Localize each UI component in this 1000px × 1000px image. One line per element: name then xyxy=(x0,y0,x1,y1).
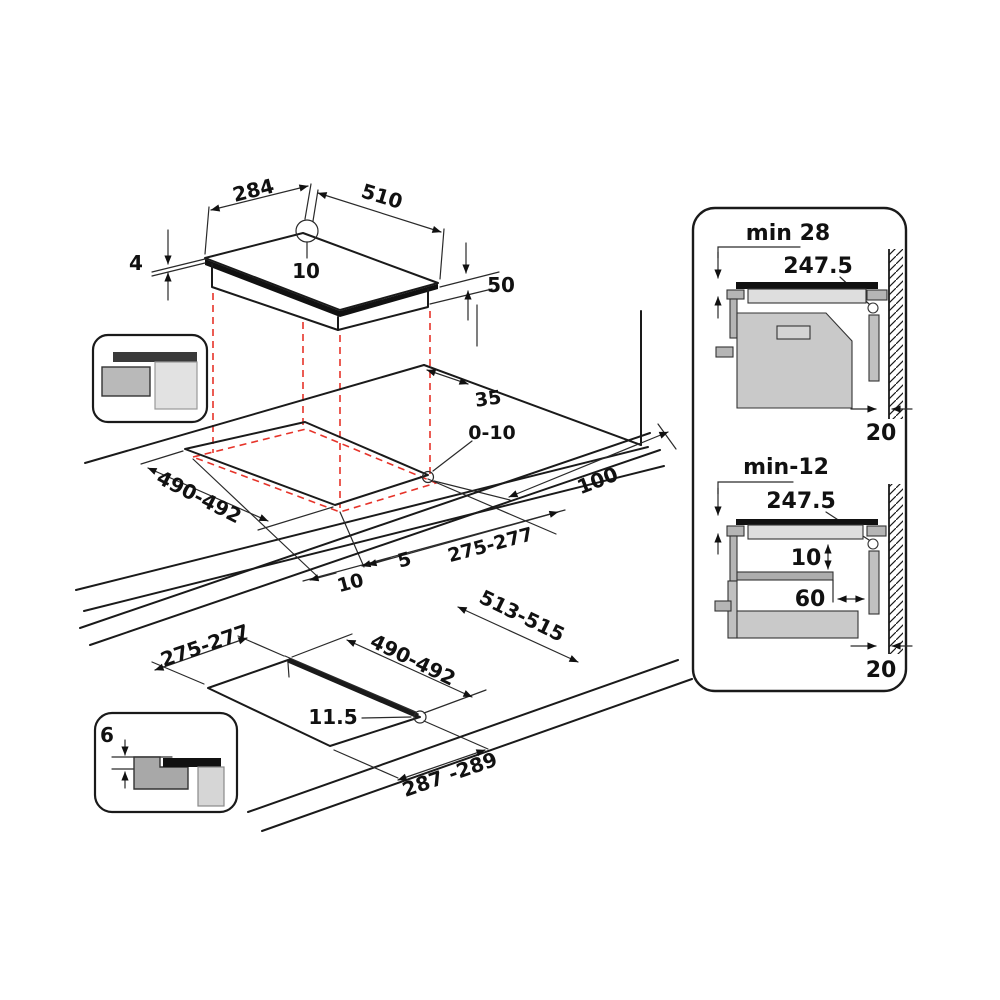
bar-end-circle xyxy=(413,710,427,724)
section-title-min-28: min 28 xyxy=(746,221,830,246)
drawer-body xyxy=(736,610,859,639)
dim-label-247-5-top: 247.5 xyxy=(783,254,853,279)
dim-label-287-289: 287 -289 xyxy=(399,747,500,802)
dim-label-60: 60 xyxy=(795,587,826,612)
worktop-cutout-outline xyxy=(184,421,429,506)
hob-glass-edge-right xyxy=(340,284,438,317)
dim-label-50: 50 xyxy=(487,273,515,297)
dim-label-offset-5: 5 xyxy=(395,548,413,573)
glass-section xyxy=(736,282,878,289)
dim-label-flat-490-492: 490-492 xyxy=(367,629,460,691)
hob-body xyxy=(211,263,429,331)
projection-lines xyxy=(190,293,439,513)
right-clamp xyxy=(866,525,887,537)
right-clamp xyxy=(866,289,888,301)
cabinet-foot xyxy=(715,346,734,358)
hob-glass-section xyxy=(113,352,197,362)
dim-label-gap-10: 10 xyxy=(292,259,320,283)
hob-glass-edge-left xyxy=(205,259,340,317)
glass-section xyxy=(736,519,878,525)
hob-body-section xyxy=(101,366,151,397)
dim-label-0-10: 0-10 xyxy=(468,422,516,444)
dim-label-4: 4 xyxy=(129,251,143,275)
dim-label-35: 35 xyxy=(474,386,503,411)
dim-label-284: 284 xyxy=(230,174,276,207)
junction-circle xyxy=(295,219,319,243)
dim-label-20-bottom: 20 xyxy=(866,658,897,683)
dim-label-11-5: 11.5 xyxy=(308,705,357,729)
flush-mount-inset: 6 xyxy=(93,711,239,814)
dim-label-247-5-bottom: 247.5 xyxy=(766,489,836,514)
center-marker-circle xyxy=(867,538,879,550)
flat-cutout-outline xyxy=(207,659,421,747)
corner-play-circle xyxy=(421,470,435,484)
section-min-12: min-12 247.5 10 60 xyxy=(714,455,913,683)
hob-body-section xyxy=(747,288,867,304)
section-title-min-12: min-12 xyxy=(743,455,829,480)
worktop-section xyxy=(154,361,198,410)
dim-label-490-492: 490-492 xyxy=(153,465,246,528)
hob-glass-top xyxy=(204,232,439,311)
cabinet-side-strip xyxy=(729,298,738,339)
iso-hob-view: 284 510 10 4 50 xyxy=(129,174,515,347)
cabinet-foot xyxy=(714,600,732,612)
surface-mount-inset xyxy=(91,333,209,424)
hob-body-section xyxy=(747,524,864,540)
rear-spacer-bar xyxy=(868,550,880,615)
dim-label-flat-275-277: 275-277 xyxy=(157,619,252,672)
dim-label-513-515: 513-515 xyxy=(476,585,569,647)
section-min-28: min 28 247.5 20 xyxy=(714,221,913,446)
side-section-panel: min 28 247.5 20 xyxy=(691,206,913,693)
center-marker-circle xyxy=(867,302,879,314)
dim-label-6: 6 xyxy=(100,723,114,747)
dim-label-20-top: 20 xyxy=(866,421,897,446)
oven-body xyxy=(736,312,853,409)
wall-hatching xyxy=(889,249,903,419)
dim-label-offset-10: 10 xyxy=(335,569,366,597)
hob-glass-section xyxy=(163,758,221,767)
shelf xyxy=(736,571,834,581)
worktop-section xyxy=(197,766,225,807)
dim-label-shelf-10: 10 xyxy=(791,546,822,571)
cabinet-side-strip xyxy=(729,535,738,582)
rear-spacer-bar xyxy=(868,314,880,382)
wall-hatching xyxy=(889,484,903,654)
oven-vent xyxy=(776,325,811,340)
left-clamp xyxy=(726,289,745,300)
left-clamp xyxy=(726,525,745,537)
